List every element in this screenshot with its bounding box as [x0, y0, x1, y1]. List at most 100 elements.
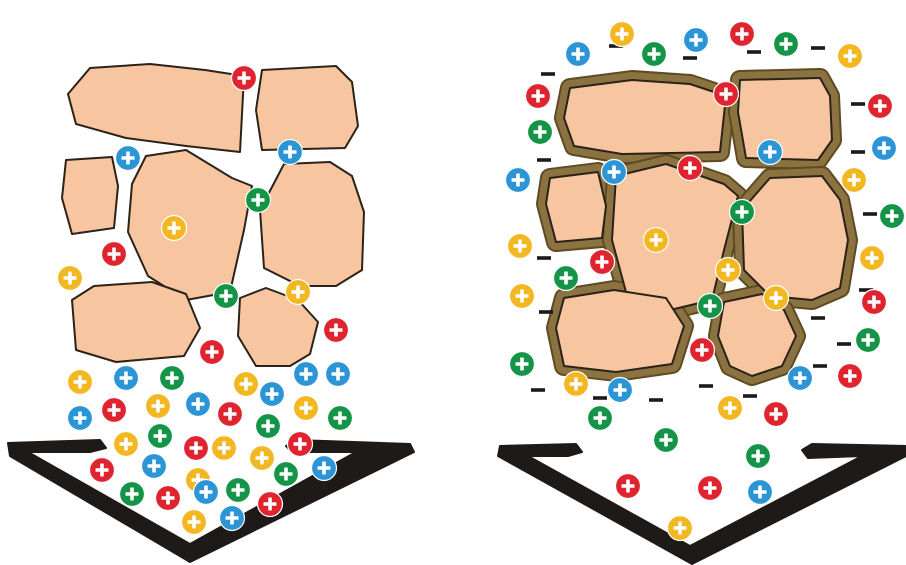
plus-circle-icon — [510, 352, 535, 377]
particle — [546, 172, 606, 242]
plus-circle-icon — [566, 42, 591, 67]
plus-circle-icon — [668, 516, 693, 541]
particle — [62, 157, 118, 234]
plus-circle-icon — [142, 454, 167, 479]
particle — [738, 78, 832, 160]
plus-circle-icon — [838, 364, 863, 389]
plus-circle-icon — [156, 486, 181, 511]
minus-icon — [537, 256, 551, 260]
plus-circle-icon — [644, 228, 669, 253]
plus-circle-icon — [526, 84, 551, 109]
minus-icon — [851, 150, 865, 154]
particle — [128, 150, 252, 300]
minus-icon — [851, 102, 865, 106]
plus-circle-icon — [678, 156, 703, 181]
plus-circle-icon — [250, 446, 275, 471]
minus-icon — [537, 158, 551, 162]
minus-icon — [593, 396, 607, 400]
plus-circle-icon — [872, 136, 897, 161]
particle — [556, 290, 684, 372]
plus-circle-icon — [842, 168, 867, 193]
plus-circle-icon — [200, 340, 225, 365]
plus-circle-icon — [68, 370, 93, 395]
plus-circle-icon — [102, 398, 127, 423]
plus-circle-icon — [214, 284, 239, 309]
plus-circle-icon — [730, 22, 755, 47]
plus-circle-icon — [564, 372, 589, 397]
plus-circle-icon — [160, 366, 185, 391]
plus-circle-icon — [880, 204, 905, 229]
plus-circle-icon — [862, 290, 887, 315]
right-panel — [498, 22, 906, 565]
plus-circle-icon — [746, 444, 771, 469]
plus-circle-icon — [590, 250, 615, 275]
plus-circle-icon — [90, 458, 115, 483]
plus-circle-icon — [286, 280, 311, 305]
plus-circle-icon — [690, 338, 715, 363]
plus-circle-icon — [588, 406, 613, 431]
plus-circle-icon — [748, 480, 773, 505]
plus-circle-icon — [234, 372, 259, 397]
plus-circle-icon — [256, 414, 281, 439]
plus-circle-icon — [260, 382, 285, 407]
plus-circle-icon — [194, 480, 219, 505]
plus-circle-icon — [868, 94, 893, 119]
plus-circle-icon — [114, 366, 139, 391]
minus-icon — [743, 394, 757, 398]
plus-circle-icon — [774, 32, 799, 57]
plus-circle-icon — [258, 492, 283, 517]
plus-circle-icon — [288, 432, 313, 457]
plus-circle-icon — [698, 294, 723, 319]
particle — [256, 66, 358, 150]
right-funnel — [498, 444, 906, 564]
minus-icon — [811, 46, 825, 50]
minus-icon — [747, 50, 761, 54]
plus-circle-icon — [218, 402, 243, 427]
plus-circle-icon — [718, 396, 743, 421]
funnel-icon — [498, 444, 906, 564]
plus-circle-icon — [602, 160, 627, 185]
plus-circle-icon — [274, 462, 299, 487]
plus-circle-icon — [162, 216, 187, 241]
particle — [260, 162, 364, 286]
minus-icon — [811, 316, 825, 320]
particle — [564, 80, 726, 154]
plus-circle-icon — [294, 396, 319, 421]
plus-circle-icon — [654, 428, 679, 453]
plus-circle-icon — [212, 436, 237, 461]
plus-circle-icon — [148, 424, 173, 449]
plus-circle-icon — [730, 200, 755, 225]
plus-circle-icon — [716, 258, 741, 283]
minus-icon — [531, 388, 545, 392]
plus-circle-icon — [328, 406, 353, 431]
plus-circle-icon — [186, 392, 211, 417]
plus-circle-icon — [788, 366, 813, 391]
plus-circle-icon — [510, 284, 535, 309]
plus-circle-icon — [610, 22, 635, 47]
plus-circle-icon — [698, 476, 723, 501]
minus-icon — [813, 364, 827, 368]
minus-icon — [649, 398, 663, 402]
plus-circle-icon — [114, 432, 139, 457]
plus-circle-icon — [184, 436, 209, 461]
plus-circle-icon — [528, 120, 553, 145]
left-panel — [8, 64, 414, 562]
plus-circle-icon — [58, 266, 83, 291]
plus-circle-icon — [146, 394, 171, 419]
plus-circle-icon — [764, 286, 789, 311]
minus-icon — [541, 72, 555, 76]
particle — [742, 176, 848, 300]
plus-circle-icon — [554, 266, 579, 291]
plus-circle-icon — [220, 506, 245, 531]
minus-icon — [863, 212, 877, 216]
plus-circle-icon — [226, 478, 251, 503]
plus-circle-icon — [116, 146, 141, 171]
plus-circle-icon — [508, 234, 533, 259]
minus-icon — [699, 384, 713, 388]
particle — [68, 64, 244, 152]
plus-circle-icon — [758, 140, 783, 165]
plus-circle-icon — [312, 456, 337, 481]
plus-circle-icon — [294, 362, 319, 387]
plus-circle-icon — [838, 44, 863, 69]
